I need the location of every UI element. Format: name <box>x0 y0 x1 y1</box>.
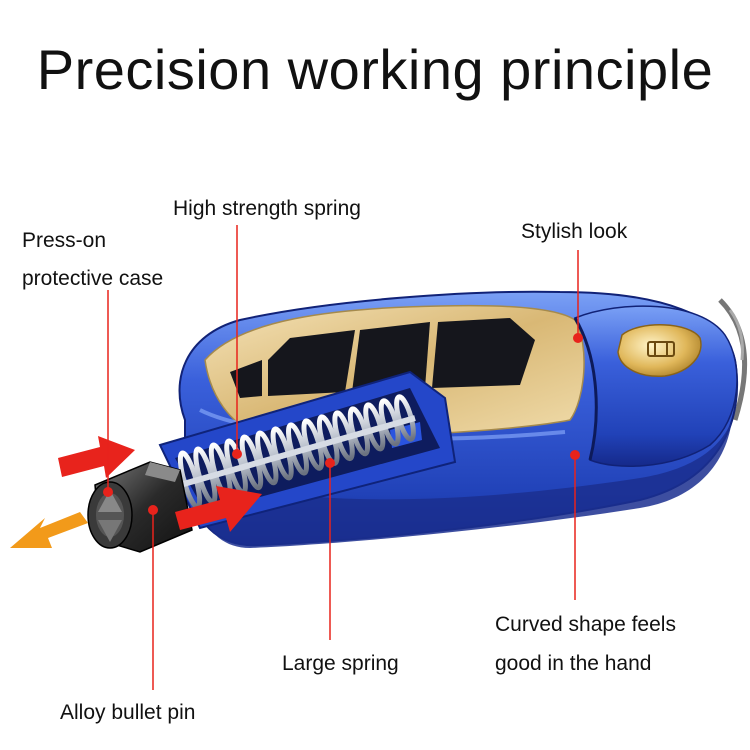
press-direction-arrow-icon <box>58 436 262 532</box>
label-stylish-look: Stylish look <box>521 220 628 243</box>
page-title: Precision working principle <box>36 38 714 101</box>
callout-leader-lines <box>103 225 583 690</box>
label-curved-line1: Curved shape feels <box>495 613 676 636</box>
eject-direction-arrow-icon <box>10 512 88 548</box>
label-curved-line2: good in the hand <box>495 652 652 675</box>
label-high-strength-spring: High strength spring <box>173 197 361 220</box>
label-large-spring: Large spring <box>282 652 399 675</box>
label-press-on-line2: protective case <box>22 267 164 290</box>
alloy-bullet-pin <box>87 461 193 553</box>
keyring <box>718 298 748 421</box>
label-press-on-line1: Press-on <box>22 229 107 252</box>
label-alloy-bullet-pin: Alloy bullet pin <box>60 701 196 724</box>
logo-badge-icon <box>617 324 702 377</box>
